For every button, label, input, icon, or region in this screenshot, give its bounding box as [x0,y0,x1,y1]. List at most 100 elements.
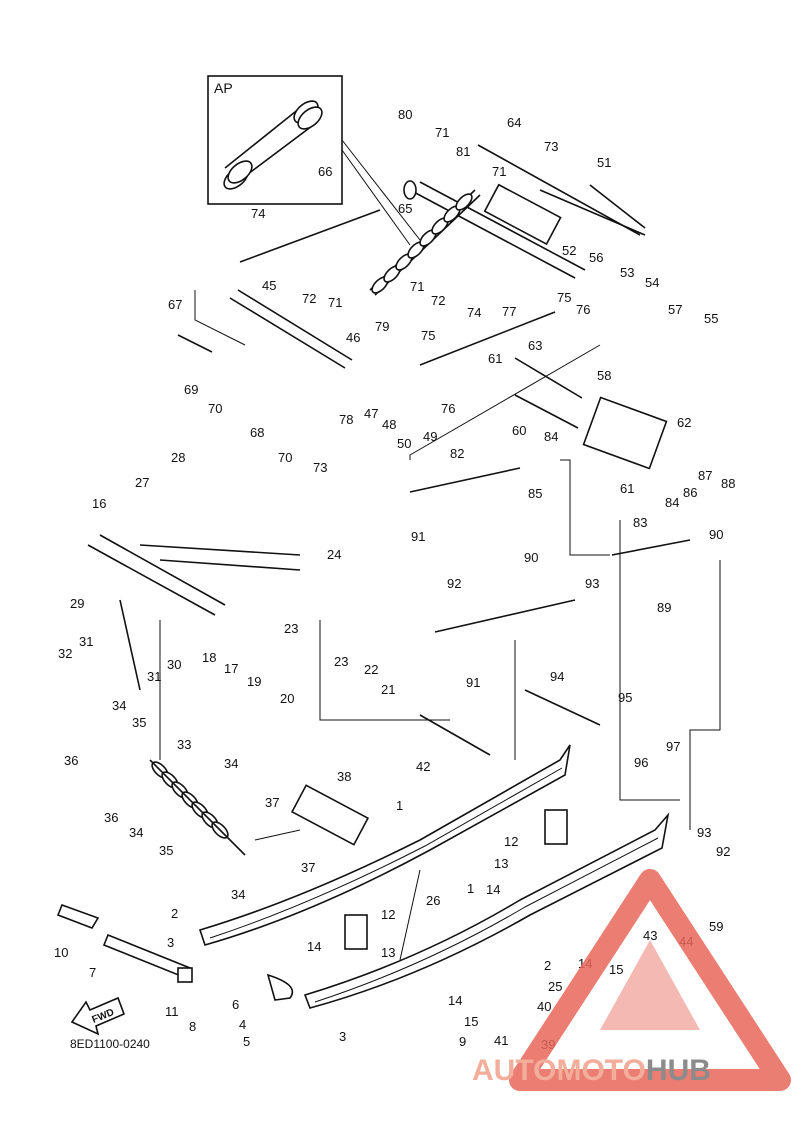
callouts: 80 71 81 64 73 51 71 65 66 74 52 56 53 5… [54,107,735,1052]
callout-11: 11 [165,1004,179,1019]
callout-69: 69 [184,382,198,397]
callout-64: 64 [507,115,521,130]
callout-20: 20 [280,691,294,706]
callout-37: 37 [265,795,279,810]
callout-80: 80 [398,107,412,122]
front-axle [56,903,294,1001]
callout-86: 86 [683,485,697,500]
callout-84: 84 [544,429,558,444]
watermark-text: AUTOMOTOHUB [472,1054,711,1087]
callout-31: 31 [147,669,161,684]
watermark-hub: HUB [646,1054,711,1087]
callout-71: 71 [435,125,449,140]
callout-35: 35 [132,715,146,730]
callout-15: 15 [609,962,623,977]
callout-90: 90 [524,550,538,565]
callout-75: 75 [557,290,571,305]
diagram-code: 8ED1100-0240 [70,1037,150,1051]
callout-25: 25 [548,979,562,994]
callout-6: 6 [232,997,239,1012]
callout-71: 71 [410,279,424,294]
callout-16: 16 [92,496,106,511]
callout-82: 82 [450,446,464,461]
callout-12: 12 [381,907,395,922]
callout-17: 17 [224,661,238,676]
callout-74: 74 [467,305,481,320]
callout-24: 24 [327,547,341,562]
callout-63: 63 [528,338,542,353]
callout-97: 97 [666,739,680,754]
callout-42: 42 [416,759,430,774]
callout-34: 34 [129,825,143,840]
callout-12: 12 [504,834,518,849]
callout-19: 19 [247,674,261,689]
callout-88: 88 [721,476,735,491]
callout-60: 60 [512,423,526,438]
callout-91: 91 [466,675,480,690]
callout-53: 53 [620,265,634,280]
callout-13: 13 [381,945,395,960]
callout-71: 71 [492,164,506,179]
callout-28: 28 [171,450,185,465]
callout-58: 58 [597,368,611,383]
callout-83: 83 [633,515,647,530]
watermark: AUTOMOTOHUB [472,869,791,1091]
callout-70: 70 [208,401,222,416]
callout-56: 56 [589,250,603,265]
callout-57: 57 [668,302,682,317]
callout-67: 67 [168,297,182,312]
callout-1: 1 [396,798,403,813]
callout-76: 76 [576,302,590,317]
callout-15: 15 [464,1014,478,1029]
callout-27: 27 [135,475,149,490]
callout-22: 22 [364,662,378,677]
callout-50: 50 [397,436,411,451]
callout-66: 66 [318,164,332,179]
guide-lines [159,290,721,961]
callout-85: 85 [528,486,542,501]
callout-51: 51 [597,155,611,170]
callout-65: 65 [398,201,412,216]
callout-94: 94 [550,669,564,684]
callout-34: 34 [112,698,126,713]
callout-34: 34 [224,756,238,771]
callout-46: 46 [346,330,360,345]
callout-92: 92 [716,844,730,859]
callout-13: 13 [494,856,508,871]
callout-73: 73 [544,139,558,154]
callout-37: 37 [301,860,315,875]
shock-spring-upper [371,193,473,294]
upper-assembly [177,144,668,493]
front-shock [149,759,246,856]
callout-75: 75 [421,328,435,343]
callout-72: 72 [302,291,316,306]
fwd-arrow: FWD [70,996,126,1036]
callout-5: 5 [243,1034,250,1049]
callout-92: 92 [447,576,461,591]
callout-18: 18 [202,650,216,665]
callout-77: 77 [502,304,516,319]
callout-4: 4 [239,1017,246,1032]
callout-3: 3 [167,935,174,950]
callout-84: 84 [665,495,679,510]
callout-2: 2 [544,958,551,973]
callout-32: 32 [58,646,72,661]
ap-label: AP [214,80,233,96]
callout-54: 54 [645,275,659,290]
callout-62: 62 [677,415,691,430]
callout-95: 95 [618,690,632,705]
callout-55: 55 [704,311,718,326]
callout-33: 33 [177,737,191,752]
callout-74: 74 [251,206,265,221]
callout-93: 93 [585,576,599,591]
callout-36: 36 [64,753,78,768]
callout-21: 21 [381,682,395,697]
callout-36: 36 [104,810,118,825]
watermark-automoto: AUTOMOTO [472,1054,646,1087]
callout-71: 71 [328,295,342,310]
callout-70: 70 [278,450,292,465]
callout-9: 9 [459,1034,466,1049]
callout-96: 96 [634,755,648,770]
callout-61: 61 [620,481,634,496]
